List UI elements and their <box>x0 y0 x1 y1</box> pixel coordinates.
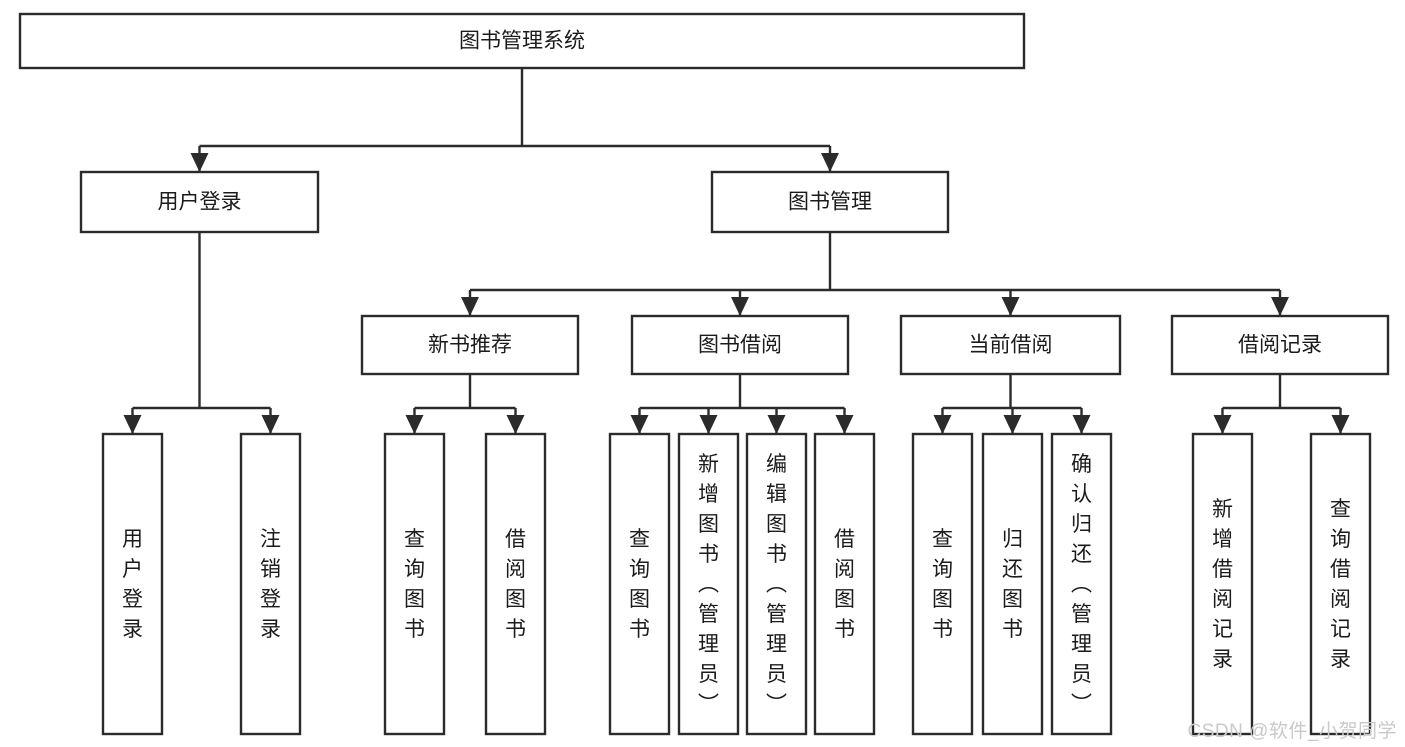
node-label: 借阅图书 <box>834 528 855 641</box>
node-label: 确认归还︵管理员︶ <box>1071 453 1092 716</box>
node-label: 用户登录 <box>158 191 242 214</box>
node-leaf-borrow-book-new[interactable]: 借阅图书 <box>484 432 547 736</box>
node-root[interactable]: 图书管理系统 <box>18 12 1026 70</box>
node-label: 图书管理系统 <box>459 30 585 53</box>
connector-layer <box>123 68 1350 434</box>
arrow-head-icon <box>821 153 839 172</box>
node-label: 借阅记录 <box>1238 334 1322 357</box>
node-leaf-logout[interactable]: 注销登录 <box>239 432 302 736</box>
node-label: 查询借阅记录 <box>1330 498 1351 671</box>
node-leaf-query-book-b[interactable]: 查询图书 <box>608 432 671 736</box>
arrow-head-icon <box>461 297 479 316</box>
node-leaf-user-login[interactable]: 用户登录 <box>101 432 164 736</box>
node-leaf-add-book[interactable]: 新增图书︵管理员︶ <box>677 432 740 736</box>
arrow-head-icon <box>835 415 854 434</box>
node-leaf-return-book[interactable]: 归还图书 <box>981 432 1044 736</box>
node-label: 新增借阅记录 <box>1212 498 1233 671</box>
node-layer: 图书管理系统用户登录图书管理新书推荐图书借阅当前借阅借阅记录用户登录注销登录查询… <box>18 12 1390 736</box>
node-login[interactable]: 用户登录 <box>79 170 320 234</box>
arrow-head-icon <box>1072 415 1091 434</box>
arrow-head-icon <box>1271 297 1289 316</box>
arrow-head-icon <box>190 153 209 172</box>
node-label: 图书借阅 <box>698 334 782 357</box>
arrow-head-icon <box>1003 415 1022 434</box>
arrow-head-icon <box>1331 415 1350 434</box>
node-label: 查询图书 <box>932 528 953 641</box>
node-leaf-query-record[interactable]: 查询借阅记录 <box>1309 432 1372 736</box>
node-label: 查询图书 <box>404 528 425 641</box>
node-label: 当前借阅 <box>969 334 1053 357</box>
node-label: 新增图书︵管理员︶ <box>698 453 719 716</box>
node-label: 借阅图书 <box>505 528 526 641</box>
arrow-head-icon <box>933 415 952 434</box>
node-bookmgmt[interactable]: 图书管理 <box>710 170 950 234</box>
arrow-head-icon <box>261 415 280 434</box>
arrow-head-icon <box>123 415 142 434</box>
node-leaf-edit-book[interactable]: 编辑图书︵管理员︶ <box>745 432 808 736</box>
node-label: 用户登录 <box>122 528 143 641</box>
node-records[interactable]: 借阅记录 <box>1170 314 1390 376</box>
node-label: 编辑图书︵管理员︶ <box>766 453 787 716</box>
node-current[interactable]: 当前借阅 <box>899 314 1122 376</box>
arrow-head-icon <box>1001 297 1020 316</box>
arrow-head-icon <box>405 415 424 434</box>
node-label: 查询图书 <box>629 528 650 641</box>
node-label: 注销登录 <box>260 528 281 641</box>
node-leaf-confirm-return[interactable]: 确认归还︵管理员︶ <box>1050 432 1113 736</box>
node-label: 新书推荐 <box>428 334 512 357</box>
arrow-head-icon <box>1213 415 1232 434</box>
node-leaf-borrow-book-b[interactable]: 借阅图书 <box>813 432 876 736</box>
node-label: 图书管理 <box>788 191 872 214</box>
node-leaf-query-book-c[interactable]: 查询图书 <box>911 432 974 736</box>
arrow-head-icon <box>731 297 749 316</box>
arrow-head-icon <box>699 415 718 434</box>
node-label: 归还图书 <box>1002 528 1023 641</box>
arrow-head-icon <box>630 415 649 434</box>
node-borrow[interactable]: 图书借阅 <box>630 314 850 376</box>
arrow-head-icon <box>767 415 786 434</box>
arrow-head-icon <box>506 415 525 434</box>
node-leaf-query-book-new[interactable]: 查询图书 <box>383 432 446 736</box>
node-newbook[interactable]: 新书推荐 <box>360 314 580 376</box>
node-leaf-add-record[interactable]: 新增借阅记录 <box>1191 432 1254 736</box>
